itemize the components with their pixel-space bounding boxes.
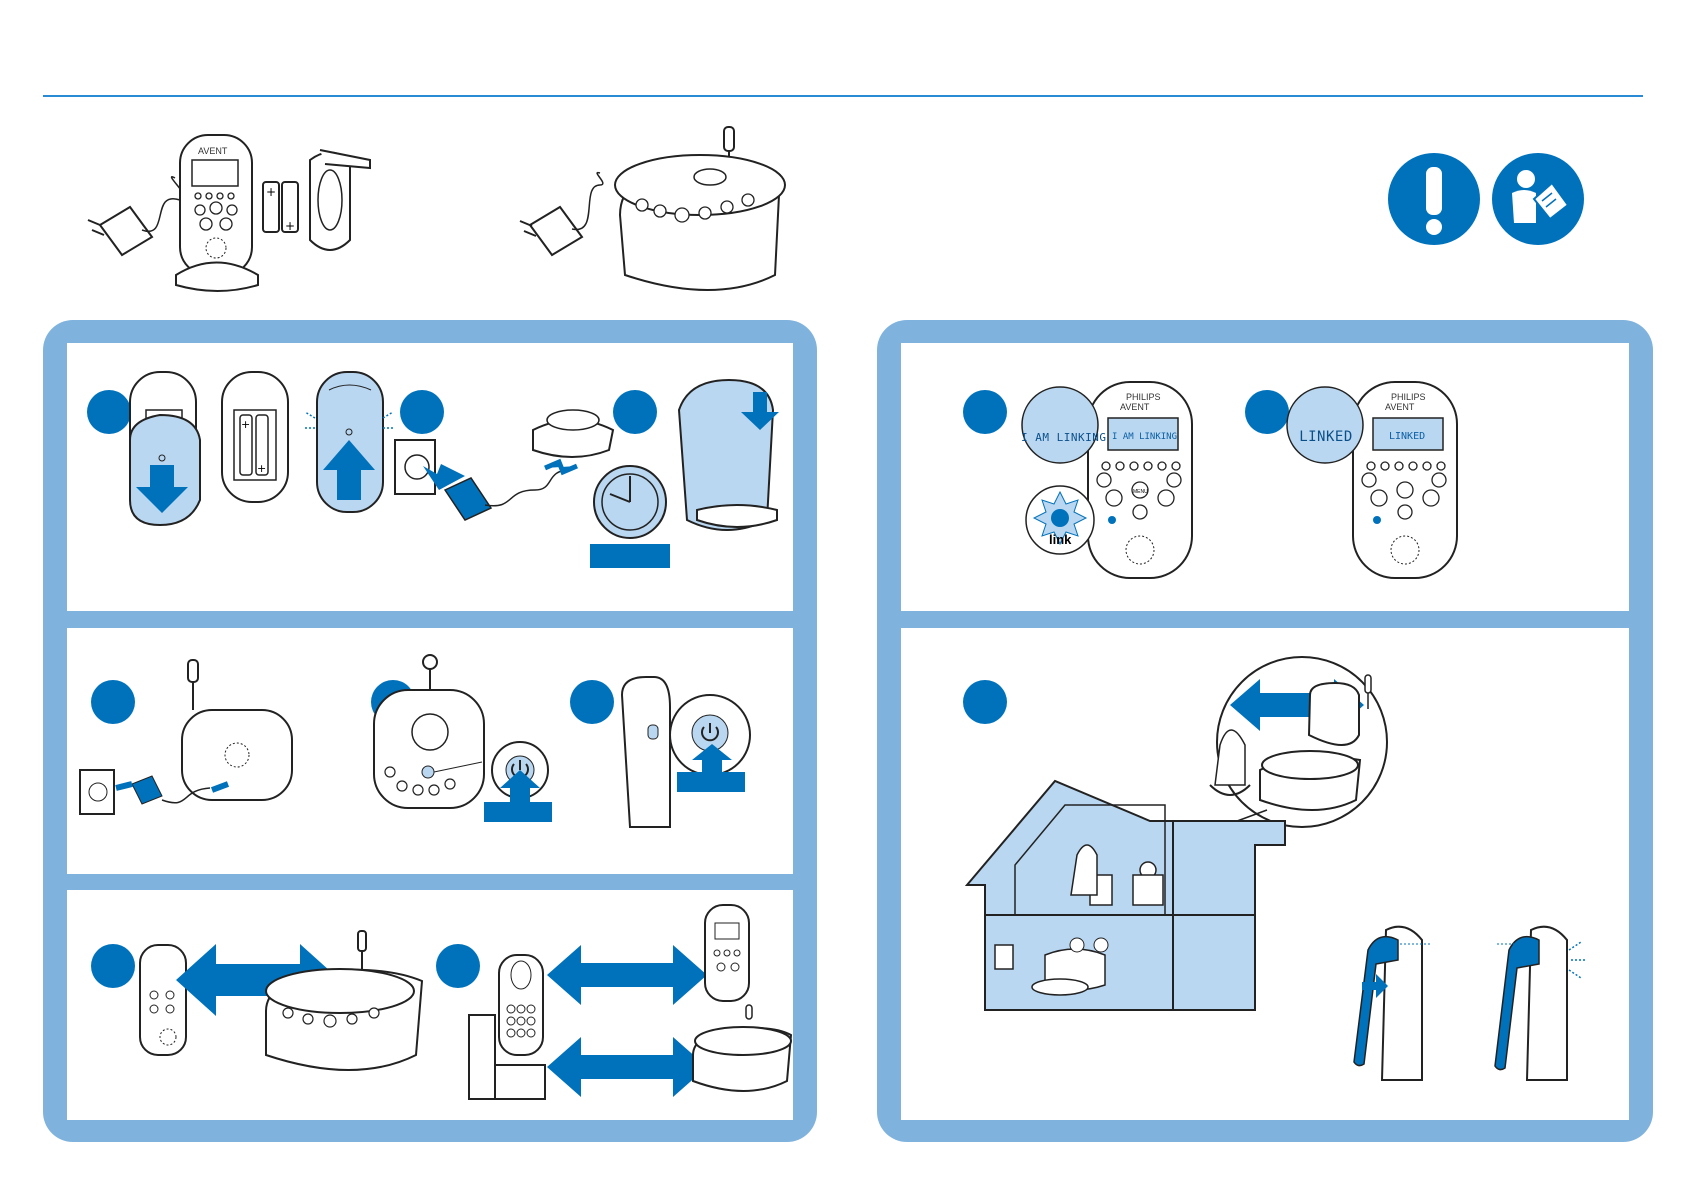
power-press-bar-parent — [677, 772, 745, 792]
parent-unit-cradle-illustration — [677, 380, 787, 530]
parent-unit-power-button-illustration — [620, 675, 760, 825]
step-box-linking — [901, 343, 1629, 611]
svg-text:+: + — [266, 185, 276, 199]
svg-text:+: + — [257, 462, 266, 475]
power-press-bar-baby — [484, 802, 552, 822]
belt-clip-release-illustration — [1495, 920, 1590, 1080]
press-up-arrow-baby — [500, 770, 540, 804]
exclamation-icon — [1388, 153, 1480, 245]
step-marker-1 — [87, 390, 131, 434]
parent-unit-set-illustration: AVENT + + — [80, 130, 400, 300]
read-manual-icon — [1492, 153, 1584, 245]
step-marker-7 — [91, 944, 135, 988]
step-marker-3 — [613, 390, 657, 434]
link-button-label: link — [1049, 532, 1072, 547]
parent-baby-distance-illustration — [140, 925, 420, 1085]
step-marker-10 — [1245, 390, 1289, 434]
charge-time-bar — [590, 544, 670, 568]
linking-parent-unit-illustration: PHILIPS AVENT I AM LINKING MENU link — [1020, 380, 1195, 580]
brand-avent-label-linked: AVENT — [1385, 402, 1415, 412]
top-rule — [43, 95, 1643, 97]
brand-philips-label-2: PHILIPS — [1391, 392, 1426, 402]
svg-text:+: + — [241, 418, 250, 431]
linking-callout-text: I AM LINKING — [1021, 431, 1101, 444]
belt-clip-attach-illustration — [1350, 920, 1440, 1080]
linked-parent-unit-illustration: PHILIPS AVENT LINKED — [1285, 380, 1460, 580]
menu-button-label: MENU — [1133, 489, 1148, 495]
battery-insert-illustration: + + — [220, 370, 300, 510]
svg-text:+: + — [285, 219, 295, 233]
baby-unit-set-illustration — [520, 125, 780, 300]
baby-unit-plug-in-illustration — [80, 660, 300, 830]
interference-distance-illustration — [465, 905, 785, 1105]
linking-lcd-text: I AM LINKING — [1112, 432, 1177, 442]
brand-avent-label: AVENT — [198, 146, 228, 156]
step-marker-6 — [570, 680, 614, 724]
linked-callout-text: LINKED — [1286, 429, 1366, 445]
battery-cover-remove-illustration — [128, 370, 208, 530]
press-up-arrow-parent — [692, 744, 732, 774]
brand-philips-label: PHILIPS — [1126, 392, 1161, 402]
step-marker-9 — [963, 390, 1007, 434]
brand-avent-label-linking: AVENT — [1120, 402, 1150, 412]
clock-icon — [590, 462, 670, 542]
linked-lcd-text: LINKED — [1389, 431, 1425, 442]
battery-cover-close-illustration — [315, 370, 395, 520]
charging-illustration — [395, 400, 615, 540]
